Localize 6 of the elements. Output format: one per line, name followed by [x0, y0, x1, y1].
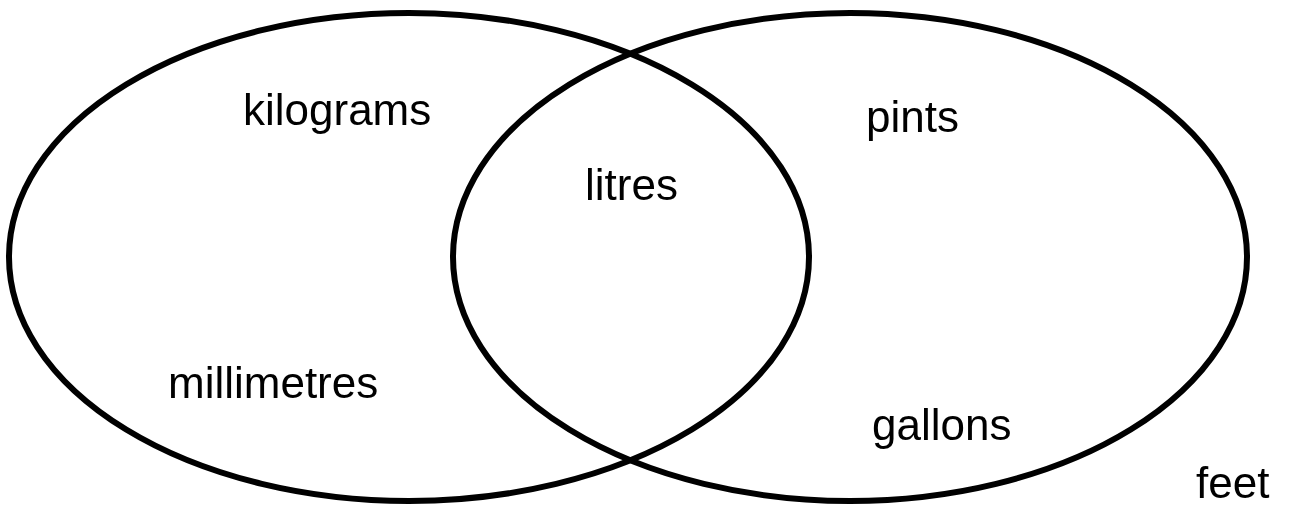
set-item-label: litres — [585, 160, 678, 210]
set-item-label: millimetres — [168, 358, 379, 408]
set-item-label: gallons — [872, 400, 1012, 450]
set-item-label: pints — [866, 92, 959, 142]
set-item-label: kilograms — [243, 85, 432, 135]
set-item-label: feet — [1196, 458, 1270, 508]
